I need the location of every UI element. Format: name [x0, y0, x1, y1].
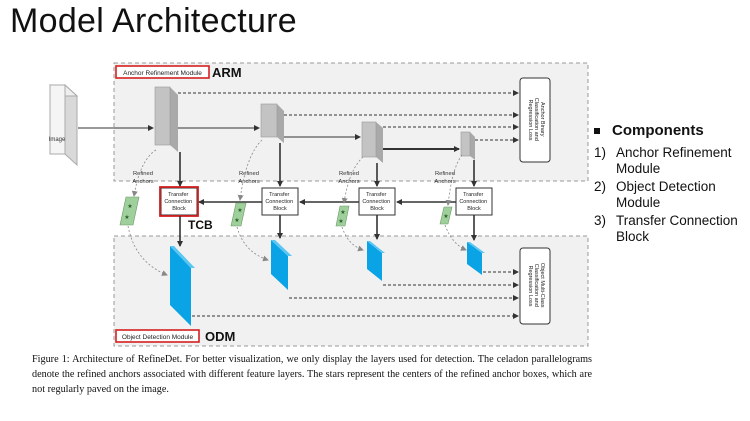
list-item-number: 2)	[594, 179, 607, 194]
anchor-parallelogram-2: ★ ★	[230, 202, 247, 227]
tcb-2-line-2: Connection	[265, 199, 293, 205]
odm-feature-map-3	[367, 241, 385, 281]
tcb-to-odm-arrows	[177, 215, 477, 247]
anchor-parallelogram-1: ★ ★	[119, 196, 140, 226]
figure-caption: Figure 1: Architecture of RefineDet. For…	[32, 354, 592, 395]
odm-feature-map-1	[170, 246, 195, 326]
odm-loss-box	[519, 247, 551, 325]
arm-feature-map-2	[260, 103, 284, 143]
list-item-text: Transfer Connection Block	[616, 213, 738, 244]
odm-loss-connections	[192, 269, 519, 319]
odm-label: Object Detection Module	[122, 334, 194, 341]
list-item-text: Anchor Refinement Module	[616, 145, 732, 176]
star-icon: ★	[443, 213, 448, 220]
arm-feature-map-3	[361, 121, 383, 163]
components-list: 1) Anchor Refinement Module 2) Object De…	[594, 145, 744, 245]
odm-module-box	[113, 235, 589, 347]
arm-module-box	[113, 62, 589, 182]
star-icon: ★	[338, 218, 343, 225]
arm-loss-line-3: Regression Loss	[527, 100, 533, 141]
tcb-3-line-2: Connection	[362, 199, 390, 205]
star-icon: ★	[340, 209, 345, 216]
image-block-front	[49, 84, 66, 155]
tcb-1-line-1: Transfer	[168, 192, 188, 198]
image-block-side	[64, 83, 78, 167]
tcb-block-4: Transfer Connection Block	[455, 187, 493, 216]
odm-label-frame	[115, 329, 200, 343]
arm-label-frame	[115, 65, 210, 79]
arm-loss-line-2: Classification and	[533, 98, 539, 141]
arm-loss-connections	[178, 90, 519, 143]
list-item-text: Object Detection Module	[616, 179, 716, 210]
star-icon: ★	[234, 217, 239, 224]
odm-loss-line-3: Regression Loss	[527, 266, 533, 307]
list-item-number: 1)	[594, 145, 607, 160]
slide-title: Model Architecture	[10, 2, 297, 40]
tcb-block-1: Transfer Connection Block	[159, 186, 199, 217]
svg-text:Transfer Connection: Transfer Connection Block	[362, 192, 391, 212]
arm-feature-map-4	[460, 131, 475, 160]
tcb-4-line-2: Connection	[459, 199, 487, 205]
odm-loss-line-2: Classification and	[533, 264, 539, 307]
odm-feature-map-2	[271, 240, 292, 290]
anchor-to-odm-curves	[127, 224, 467, 276]
tcb-block-3: Transfer Connection Block	[358, 187, 396, 216]
square-bullet-icon	[594, 127, 600, 134]
tcb-1-line-2: Connection	[164, 199, 192, 205]
components-panel: Components 1) Anchor Refinement Module 2…	[594, 122, 744, 247]
star-icon: ★	[237, 207, 242, 214]
odm-feature-map-4	[467, 242, 485, 275]
tcb-4-line-1: Transfer	[463, 192, 483, 198]
odm-loss-line-1: Object Multi-Class	[539, 263, 545, 308]
arm-loss-label: Anchor Binary Classification and Regress…	[527, 98, 545, 143]
image-label: Image	[49, 137, 66, 143]
star-icon: ★	[124, 214, 129, 221]
star-icon: ★	[127, 203, 132, 210]
list-item: 3) Transfer Connection Block	[594, 213, 744, 245]
tcb-4-line-3: Block	[467, 206, 481, 212]
anchor-parallelogram-3: ★ ★	[335, 205, 350, 227]
list-item: 2) Object Detection Module	[594, 179, 744, 211]
components-heading-text: Components	[612, 122, 704, 139]
svg-text:Transfer Connection: Transfer Connection Block	[265, 192, 294, 212]
tcb-3-line-1: Transfer	[366, 192, 386, 198]
refined-anchor-curves	[131, 139, 463, 206]
arm-label: Anchor Refinement Module	[123, 70, 202, 77]
tcb-2-line-3: Block	[273, 206, 287, 212]
tcb-3-line-3: Block	[370, 206, 384, 212]
tcb-block-2: Transfer Connection Block	[261, 187, 299, 216]
arm-feature-map-1	[154, 86, 178, 152]
tcb-tag: TCB	[188, 218, 213, 232]
tcb-1-line-3: Block	[172, 206, 186, 212]
odm-tag: ODM	[205, 329, 235, 344]
arm-loss-line-1: Anchor Binary	[539, 102, 545, 137]
arm-loss-box	[519, 77, 551, 163]
svg-text:Transfer Connection: Transfer Connection Block	[459, 192, 488, 212]
anchor-parallelogram-4: ★	[439, 206, 453, 225]
list-item: 1) Anchor Refinement Module	[594, 145, 744, 177]
arm-tag: ARM	[212, 65, 242, 80]
svg-text:Transfer Connection: Transfer Connection Block	[164, 192, 193, 212]
components-heading: Components	[594, 122, 744, 139]
arm-to-tcb-arrows	[177, 143, 477, 187]
odm-loss-label: Object Multi-Class Classification and Re…	[527, 263, 545, 309]
list-item-number: 3)	[594, 213, 607, 228]
tcb-2-line-1: Transfer	[269, 192, 289, 198]
